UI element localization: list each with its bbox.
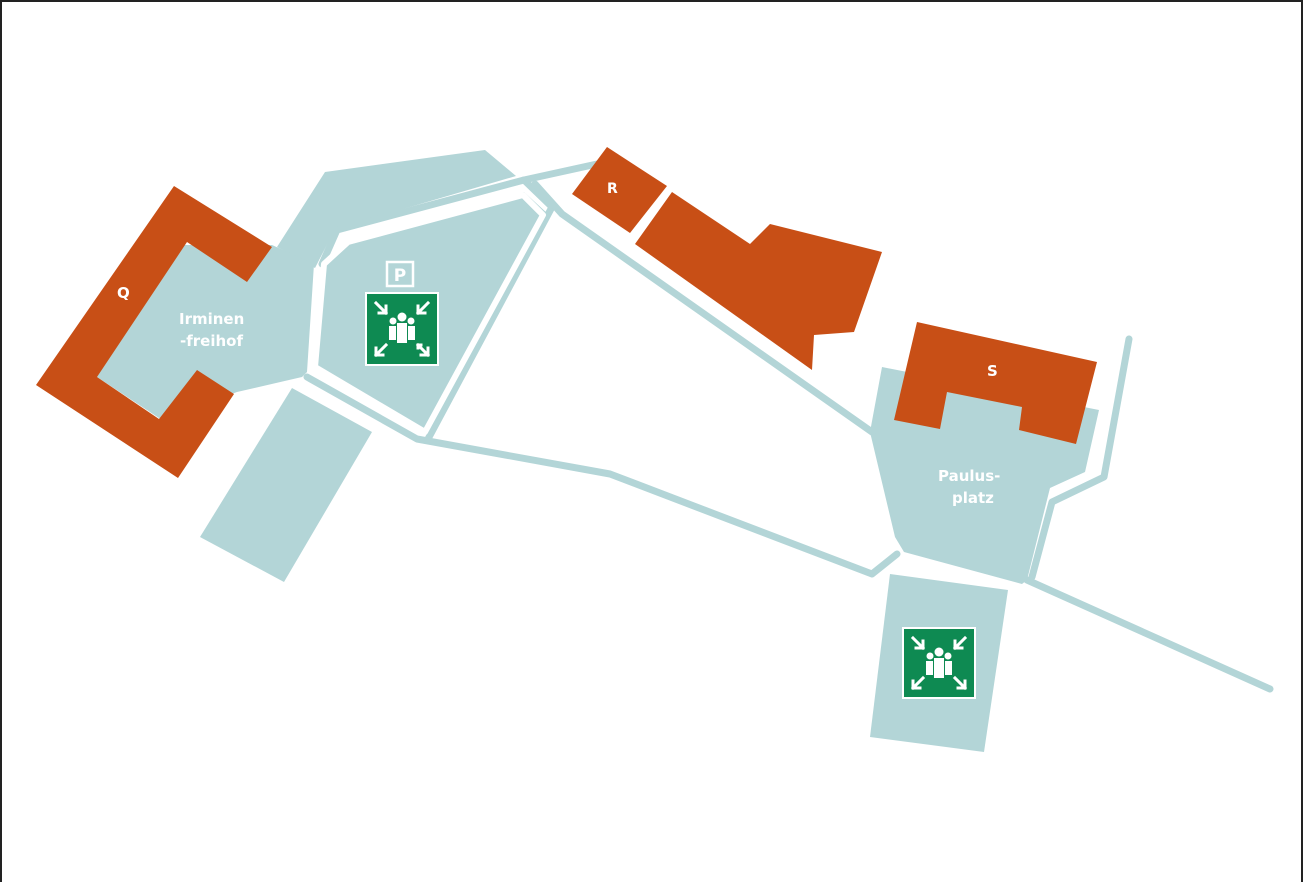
path-south-main	[303, 373, 901, 578]
parking-edges	[312, 192, 546, 435]
building-s-label: S	[987, 362, 998, 380]
assembly-point-icon	[902, 627, 976, 699]
place-irminenfreihof-line2: -freihof	[180, 332, 243, 350]
building-r	[572, 147, 667, 233]
south-lawn-area	[200, 388, 372, 582]
building-r-label: R	[607, 181, 618, 197]
paths	[303, 160, 1274, 693]
place-paulusplatz-line1: Paulus-	[938, 467, 1000, 485]
path-diagonal-r	[531, 180, 876, 436]
building-q	[36, 186, 272, 478]
building-s	[894, 322, 1097, 444]
path-east-outlet	[1023, 576, 1274, 693]
parking-icon: P	[385, 260, 415, 288]
parking-lot-outline	[312, 192, 546, 435]
building-q-label: Q	[117, 284, 130, 302]
parking-label: P	[394, 266, 406, 286]
place-paulusplatz-line2: platz	[952, 489, 994, 507]
buildings	[36, 147, 1097, 478]
path-east-north	[1028, 335, 1133, 581]
path-north-upper	[318, 160, 601, 268]
assembly-point-icon	[365, 292, 439, 366]
building-r-annex	[635, 192, 882, 370]
place-irminenfreihof-line1: Irminen	[179, 310, 244, 328]
north-lawn-area	[277, 150, 516, 268]
